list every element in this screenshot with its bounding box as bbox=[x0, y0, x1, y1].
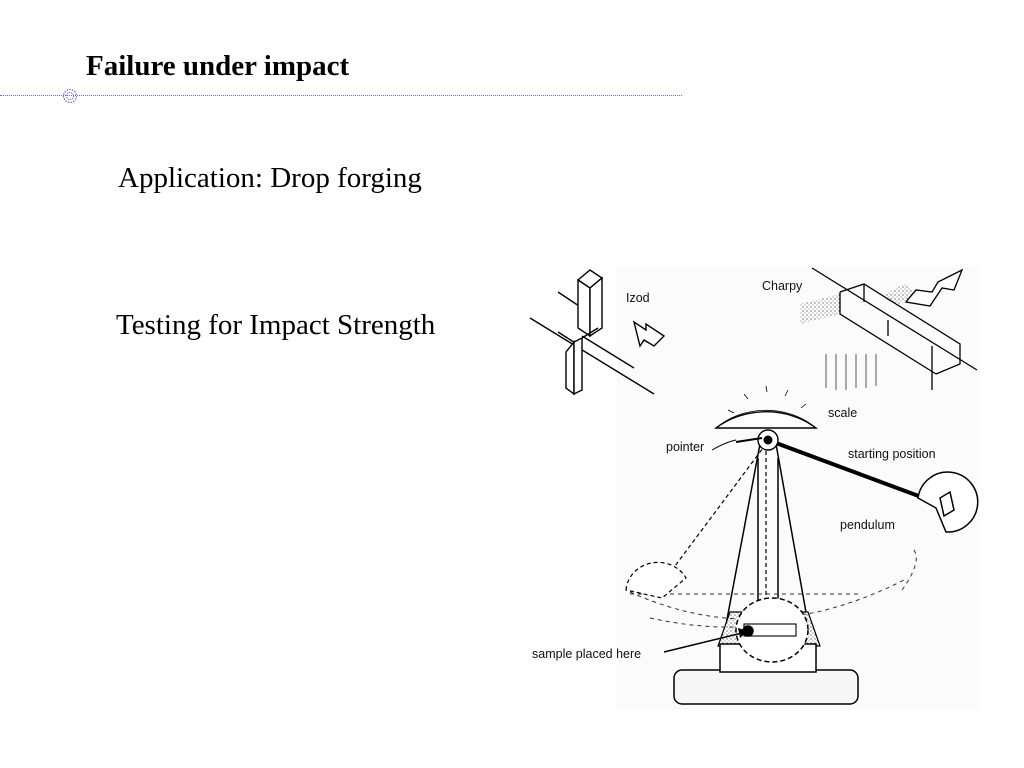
izod-specimen-sketch bbox=[529, 269, 666, 396]
body-line-testing: Testing for Impact Strength bbox=[116, 309, 436, 341]
body-line-application: Application: Drop forging bbox=[118, 162, 422, 194]
pointer-needle bbox=[735, 437, 763, 443]
pendulum-end-position bbox=[625, 443, 767, 612]
dotted-bullet-icon bbox=[62, 88, 78, 104]
pendulum-start-position bbox=[767, 435, 979, 533]
slide-title: Failure under impact bbox=[86, 50, 350, 82]
scale-dial bbox=[713, 385, 819, 429]
pointer-callout bbox=[711, 439, 737, 451]
charpy-specimen-sketch bbox=[800, 267, 978, 390]
label-pointer: pointer bbox=[666, 440, 705, 454]
title-divider bbox=[0, 95, 682, 96]
impact-tester-drawing bbox=[529, 267, 979, 710]
label-pendulum: pendulum bbox=[840, 518, 895, 532]
label-sample: sample placed here bbox=[532, 647, 642, 661]
label-izod: Izod bbox=[626, 291, 650, 305]
impact-disk bbox=[735, 597, 809, 663]
label-starting-position: starting position bbox=[848, 447, 936, 461]
impact-tester-diagram: Izod Charpy scale pointer starting posit… bbox=[522, 262, 982, 710]
sample-arrow bbox=[663, 628, 748, 653]
label-scale: scale bbox=[828, 406, 858, 420]
pivot bbox=[757, 429, 779, 451]
label-charpy: Charpy bbox=[762, 279, 803, 293]
